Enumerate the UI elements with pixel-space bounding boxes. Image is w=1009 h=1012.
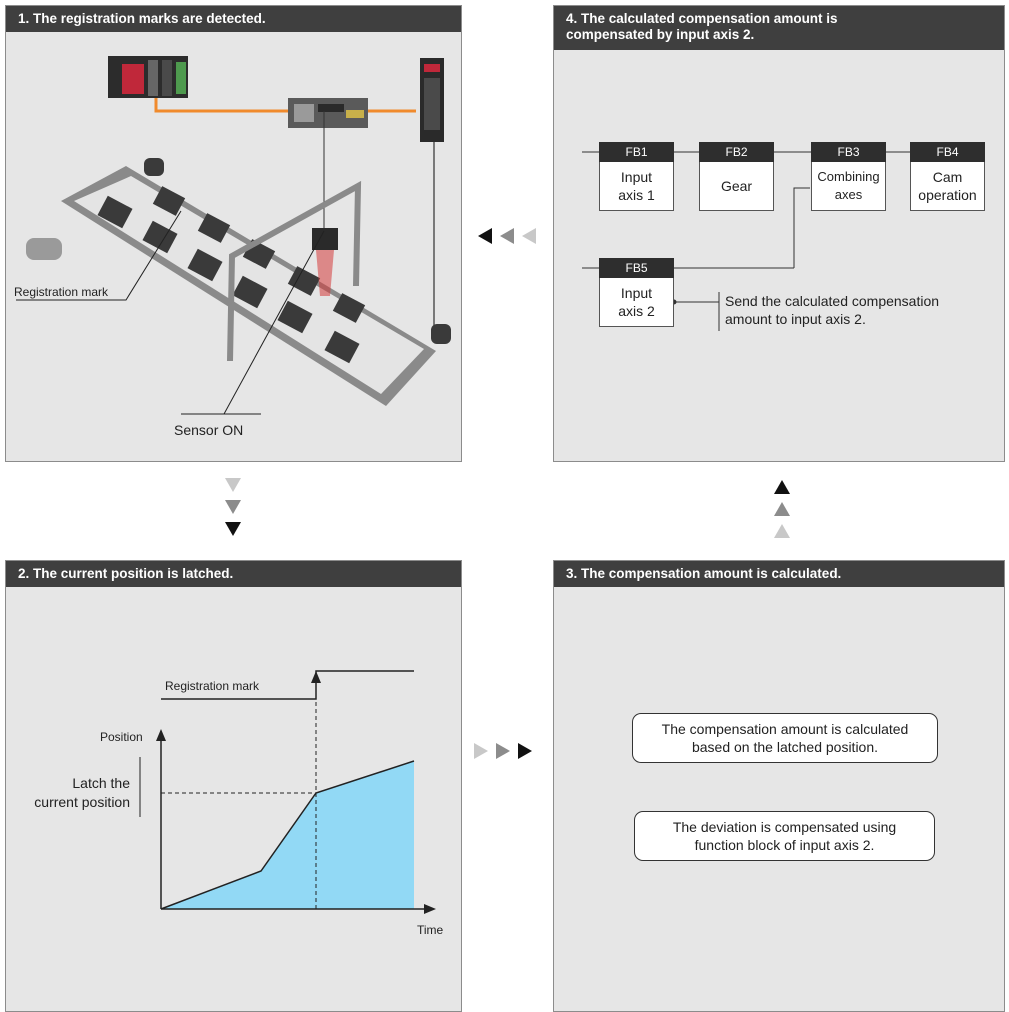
sensor-frame (227, 180, 362, 362)
servo-amplifier-icon (420, 58, 444, 142)
deviation-note: The deviation is compensated using funct… (634, 811, 935, 861)
position-curve (160, 760, 415, 910)
function-block-connections (582, 151, 984, 331)
motion-module-icon (288, 98, 368, 128)
position-graph (139, 670, 436, 914)
panel-latch: 2. The current position is latched. Regi… (5, 560, 462, 1012)
compensation-note: Send the calculated compensation amount … (725, 293, 940, 327)
registration-mark-label: Registration mark (14, 285, 109, 299)
conveyor-illustration (16, 56, 451, 415)
panel-detect: 1. The registration marks are detected. (5, 5, 462, 462)
plc-icon (108, 56, 188, 98)
panel-compensate: 4. The calculated compensation amount is… (553, 5, 1005, 462)
latch-label: Latch the current position (16, 774, 130, 812)
panel-4-title: 4. The calculated compensation amount is… (554, 6, 1004, 50)
registration-signal (161, 670, 414, 700)
panel-3-title: 3. The compensation amount is calculated… (554, 561, 1004, 587)
sensor-icon (312, 228, 338, 296)
registration-mark-signal-label: Registration mark (165, 679, 260, 693)
sensor-on-label: Sensor ON (174, 422, 244, 438)
latch-label-line1: Latch the (72, 775, 130, 791)
conveyor-belt (26, 158, 451, 406)
latch-label-line2: current position (34, 794, 130, 810)
calculation-note: The compensation amount is calculated ba… (632, 713, 938, 763)
panel-1-title: 1. The registration marks are detected. (6, 6, 461, 32)
position-axis-label: Position (100, 730, 143, 744)
position-area (161, 761, 414, 909)
fb2-gear: FB2 Gear (699, 142, 774, 211)
panel-2-title: 2. The current position is latched. (6, 561, 461, 587)
time-axis-label: Time (417, 923, 444, 937)
panel-calculate: 3. The compensation amount is calculated… (553, 560, 1005, 1012)
